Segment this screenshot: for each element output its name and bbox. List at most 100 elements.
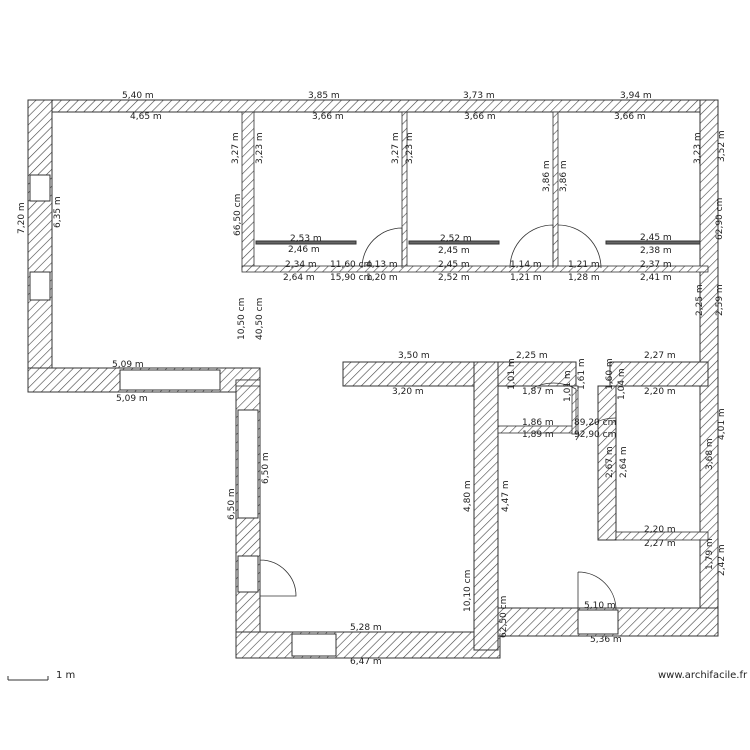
door-swing <box>557 224 602 269</box>
dimension-label: 1,20 m <box>366 273 398 283</box>
window <box>29 271 51 301</box>
closet-rail <box>255 240 357 245</box>
dimension-label: 3,27 m <box>391 132 401 164</box>
dimension-label: 3,68 m <box>705 438 715 470</box>
dimension-label: 4,65 m <box>130 112 162 122</box>
closets <box>255 240 701 245</box>
dimension-label: 2,27 m <box>644 539 676 549</box>
wall <box>473 361 499 651</box>
window <box>29 174 51 202</box>
dimension-label: 66,50 cm <box>233 194 243 236</box>
dimension-label: 89,20 cm <box>574 418 616 428</box>
dimension-label: 2,45 m <box>438 246 470 256</box>
dimension-label: 2,37 m <box>640 260 672 270</box>
wall <box>342 361 577 387</box>
dimension-label: 3,86 m <box>559 160 569 192</box>
dimension-label: 1,79 m <box>705 538 715 570</box>
watermark: www.archifacile.fr <box>658 670 748 681</box>
dimension-label: 2,25 m <box>695 284 705 316</box>
dimension-label: 6,35 m <box>53 196 63 228</box>
dimension-label: 2,64 m <box>283 273 315 283</box>
dimension-label: 3,66 m <box>464 112 496 122</box>
windows <box>29 174 619 657</box>
closet-rail <box>605 240 701 245</box>
dimension-label: 5,28 m <box>350 623 382 633</box>
dimension-label: 2,41 m <box>640 273 672 283</box>
dimension-label: 1,89 m <box>522 430 554 440</box>
dimension-label: 3,50 m <box>398 351 430 361</box>
door-swing <box>530 382 577 434</box>
dimension-label: 62,90 cm <box>715 198 725 240</box>
dimension-label: 1,14 m <box>510 260 542 270</box>
dimension-label: 6,50 m <box>227 488 237 520</box>
window <box>237 555 259 593</box>
wall <box>241 111 255 271</box>
door-swing <box>575 417 617 464</box>
dimension-label: 6,50 m <box>261 452 271 484</box>
wall <box>571 385 579 435</box>
scale-label: 1 m <box>56 670 76 681</box>
dimension-label: 2,52 m <box>438 273 470 283</box>
wall <box>27 99 719 113</box>
dimension-label: 3,66 m <box>312 112 344 122</box>
dimension-label: 5,09 m <box>116 394 148 404</box>
dimension-label: 1,21 m <box>510 273 542 283</box>
window <box>577 609 619 635</box>
door-swing <box>259 556 297 597</box>
dimension-label: 2,67 m <box>605 446 615 478</box>
wall <box>27 99 53 393</box>
dimension-label: 3,73 m <box>463 91 495 101</box>
dimension-label: 10,50 cm <box>237 298 247 340</box>
dimension-label: 40,50 cm <box>255 298 265 340</box>
door-swing <box>509 224 554 269</box>
dimension-label: 2,46 m <box>288 245 320 255</box>
dimension-label: 3,94 m <box>620 91 652 101</box>
dimension-label: 2,64 m <box>619 446 629 478</box>
dimension-label: 3,85 m <box>308 91 340 101</box>
dimension-label: 2,34 m <box>285 260 317 270</box>
dimension-label: 5,40 m <box>122 91 154 101</box>
dimension-label: 1,04 m <box>617 368 627 400</box>
dimension-label: 2,52 m <box>440 234 472 244</box>
dimension-label: 4,13 m <box>366 260 398 270</box>
dimension-label: 3,23 m <box>693 132 703 164</box>
dimension-label: 5,36 m <box>590 635 622 645</box>
window <box>237 409 259 519</box>
dimension-label: 5,09 m <box>112 360 144 370</box>
dimension-label: 1,28 m <box>568 273 600 283</box>
dimension-label: 1,86 m <box>522 418 554 428</box>
dimension-label: 1,61 m <box>577 358 587 390</box>
dimension-label: 10,10 cm <box>463 570 473 612</box>
dimension-labels: 5,40 m 3,85 m 3,73 m 3,94 m 4,65 m 3,66 m 3,66… <box>17 91 727 667</box>
dimension-label: 62,50 cm <box>499 596 509 638</box>
dimension-label: 2,20 m <box>644 525 676 535</box>
dimension-label: 3,20 m <box>392 387 424 397</box>
dimension-label: 92,90 cm <box>574 430 616 440</box>
dimension-label: 2,38 m <box>640 246 672 256</box>
wall <box>615 531 709 541</box>
wall <box>241 265 709 273</box>
dimension-label: 5,10 m <box>584 601 616 611</box>
dimension-label: 2,53 m <box>290 234 322 244</box>
dimension-label: 11,60 cm <box>330 260 372 270</box>
wall <box>609 361 709 387</box>
dimension-label: 3,23 m <box>255 132 265 164</box>
closet-rail <box>408 240 500 245</box>
dimension-label: 4,47 m <box>501 480 511 512</box>
window <box>291 633 337 657</box>
dimension-label: 2,45 m <box>438 260 470 270</box>
dimension-label: 1,60 m <box>605 358 615 390</box>
dimension-label: 1,87 m <box>522 387 554 397</box>
dimension-label: 2,42 m <box>717 544 727 576</box>
dimension-label: 2,27 m <box>644 351 676 361</box>
dimension-label: 3,23 m <box>405 132 415 164</box>
dimension-label: 3,66 m <box>614 112 646 122</box>
dimension-label: 4,80 m <box>463 480 473 512</box>
door-swing <box>361 227 403 269</box>
dimension-label: 15,90 cm <box>330 273 372 283</box>
wall <box>552 111 559 271</box>
dimension-label: 2,25 m <box>516 351 548 361</box>
dimension-label: 2,45 m <box>640 233 672 243</box>
dimension-label: 1,01 m <box>563 370 573 402</box>
dimension-label: 1,01 m <box>507 358 517 390</box>
